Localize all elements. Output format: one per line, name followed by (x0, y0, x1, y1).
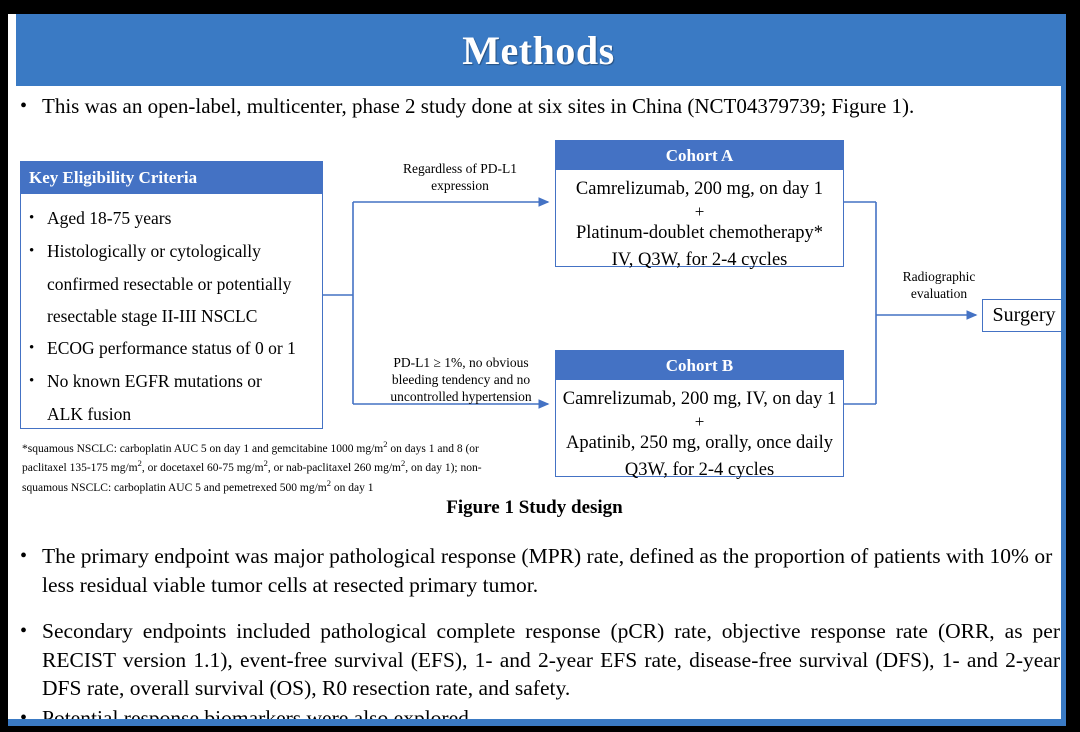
surgery-label: Surgery (992, 304, 1056, 326)
list-item-label: Aged 18-75 years (47, 208, 172, 228)
bullet-glyph: • (20, 95, 28, 117)
footnote-line-2: paclitaxel 135-175 mg/m2, or docetaxel 6… (22, 458, 482, 475)
cohort-a-body: Camrelizumab, 200 mg, on day 1 + Platinu… (556, 170, 843, 274)
cohort-b-line-2: Apatinib, 250 mg, orally, once daily (566, 433, 833, 453)
connector-label-regardless: Regardless of PD-L1 expression (380, 160, 540, 194)
study-design-figure: Key Eligibility Criteria • Aged 18-75 ye… (8, 132, 1061, 522)
footnote-line-1: *squamous NSCLC: carboplatin AUC 5 on da… (22, 439, 479, 455)
slide-canvas: Methods • This was an open-label, multic… (8, 14, 1066, 726)
eligibility-criteria-box: Key Eligibility Criteria • Aged 18-75 ye… (20, 161, 323, 429)
connector-label-line: expression (431, 178, 489, 193)
eligibility-list: • Aged 18-75 years • Histologically or c… (21, 194, 322, 430)
cohort-b-line-3: Q3W, for 2-4 cycles (624, 460, 775, 480)
cohort-a-line-1: Camrelizumab, 200 mg, on day 1 (575, 179, 824, 199)
connector-label-line: uncontrolled hypertension (390, 389, 532, 404)
list-item: • No known EGFR mutations or (29, 365, 316, 397)
figure-caption: Figure 1 Study design (446, 497, 623, 518)
list-item-continuation: confirmed resectable or potentially (47, 274, 292, 294)
bullet-glyph: • (20, 707, 28, 726)
connector-label-radiographic: Radiographic evaluation (884, 268, 994, 302)
figure-footnote: *squamous NSCLC: carboplatin AUC 5 on da… (22, 437, 534, 495)
connector-label-pdl1: PD-L1 ≥ 1%, no obvious bleeding tendency… (368, 354, 554, 405)
cohort-a-box: Cohort A Camrelizumab, 200 mg, on day 1 … (555, 140, 844, 270)
list-item-label: No known EGFR mutations or (47, 371, 262, 391)
cohort-a-line-3: IV, Q3W, for 2-4 cycles (611, 250, 788, 270)
cohort-b-line-1: Camrelizumab, 200 mg, IV, on day 1 (562, 389, 837, 409)
page-title: Methods (462, 27, 615, 73)
bullet-glyph: • (29, 243, 35, 259)
connector-label-line: evaluation (910, 286, 968, 301)
intro-bullet: • This was an open-label, multicenter, p… (20, 92, 1055, 121)
footnote-line-3: squamous NSCLC: carboplatin AUC 5 and pe… (22, 477, 374, 494)
flow-connectors (323, 197, 978, 409)
bullet-biomarkers: • Potential response biomarkers were als… (20, 704, 1055, 726)
bullet-glyph: • (29, 210, 35, 226)
cohort-b-header: Cohort B (556, 351, 843, 380)
list-item: • Histologically or cytologically (29, 235, 316, 267)
cohort-b-plus: + (694, 412, 705, 431)
bullet-glyph: • (20, 620, 28, 642)
bullet-glyph: • (29, 340, 35, 356)
slide-title-banner: Methods (16, 14, 1061, 86)
list-item: • ECOG performance status of 0 or 1 (29, 332, 316, 364)
cohort-a-plus: + (694, 202, 705, 221)
connector-label-line: Radiographic (902, 269, 976, 284)
cohort-b-box: Cohort B Camrelizumab, 200 mg, IV, on da… (555, 350, 844, 480)
intro-bullet-text: This was an open-label, multicenter, pha… (42, 94, 915, 118)
bullet-secondary-endpoints: • Secondary endpoints included pathologi… (20, 617, 1060, 703)
cohort-a-header: Cohort A (556, 141, 843, 170)
connector-label-line: Regardless of PD-L1 (403, 161, 517, 176)
surgery-box: Surgery (982, 299, 1061, 332)
list-item: • Aged 18-75 years (29, 202, 316, 234)
connector-label-line: bleeding tendency and no (391, 372, 531, 387)
connector-label-line: PD-L1 ≥ 1%, no obvious (393, 355, 529, 370)
bullet-text: The primary endpoint was major pathologi… (42, 544, 1053, 597)
cohort-a-line-2: Platinum-doublet chemotherapy* (575, 223, 824, 243)
bullet-text: Secondary endpoints included pathologica… (42, 619, 1060, 700)
bullet-primary-endpoint: • The primary endpoint was major patholo… (20, 542, 1055, 599)
bullet-text: Potential response biomarkers were also … (42, 706, 475, 726)
cohort-b-body: Camrelizumab, 200 mg, IV, on day 1 + Apa… (556, 380, 843, 484)
bullet-glyph: • (20, 545, 28, 567)
list-item-label: Histologically or cytologically (47, 241, 261, 261)
list-item-label: ECOG performance status of 0 or 1 (47, 338, 296, 358)
list-item-continuation: ALK fusion (47, 404, 132, 424)
bullet-glyph: • (29, 373, 35, 389)
list-item-continuation: resectable stage II-III NSCLC (47, 306, 258, 326)
eligibility-header: Key Eligibility Criteria (21, 162, 322, 194)
